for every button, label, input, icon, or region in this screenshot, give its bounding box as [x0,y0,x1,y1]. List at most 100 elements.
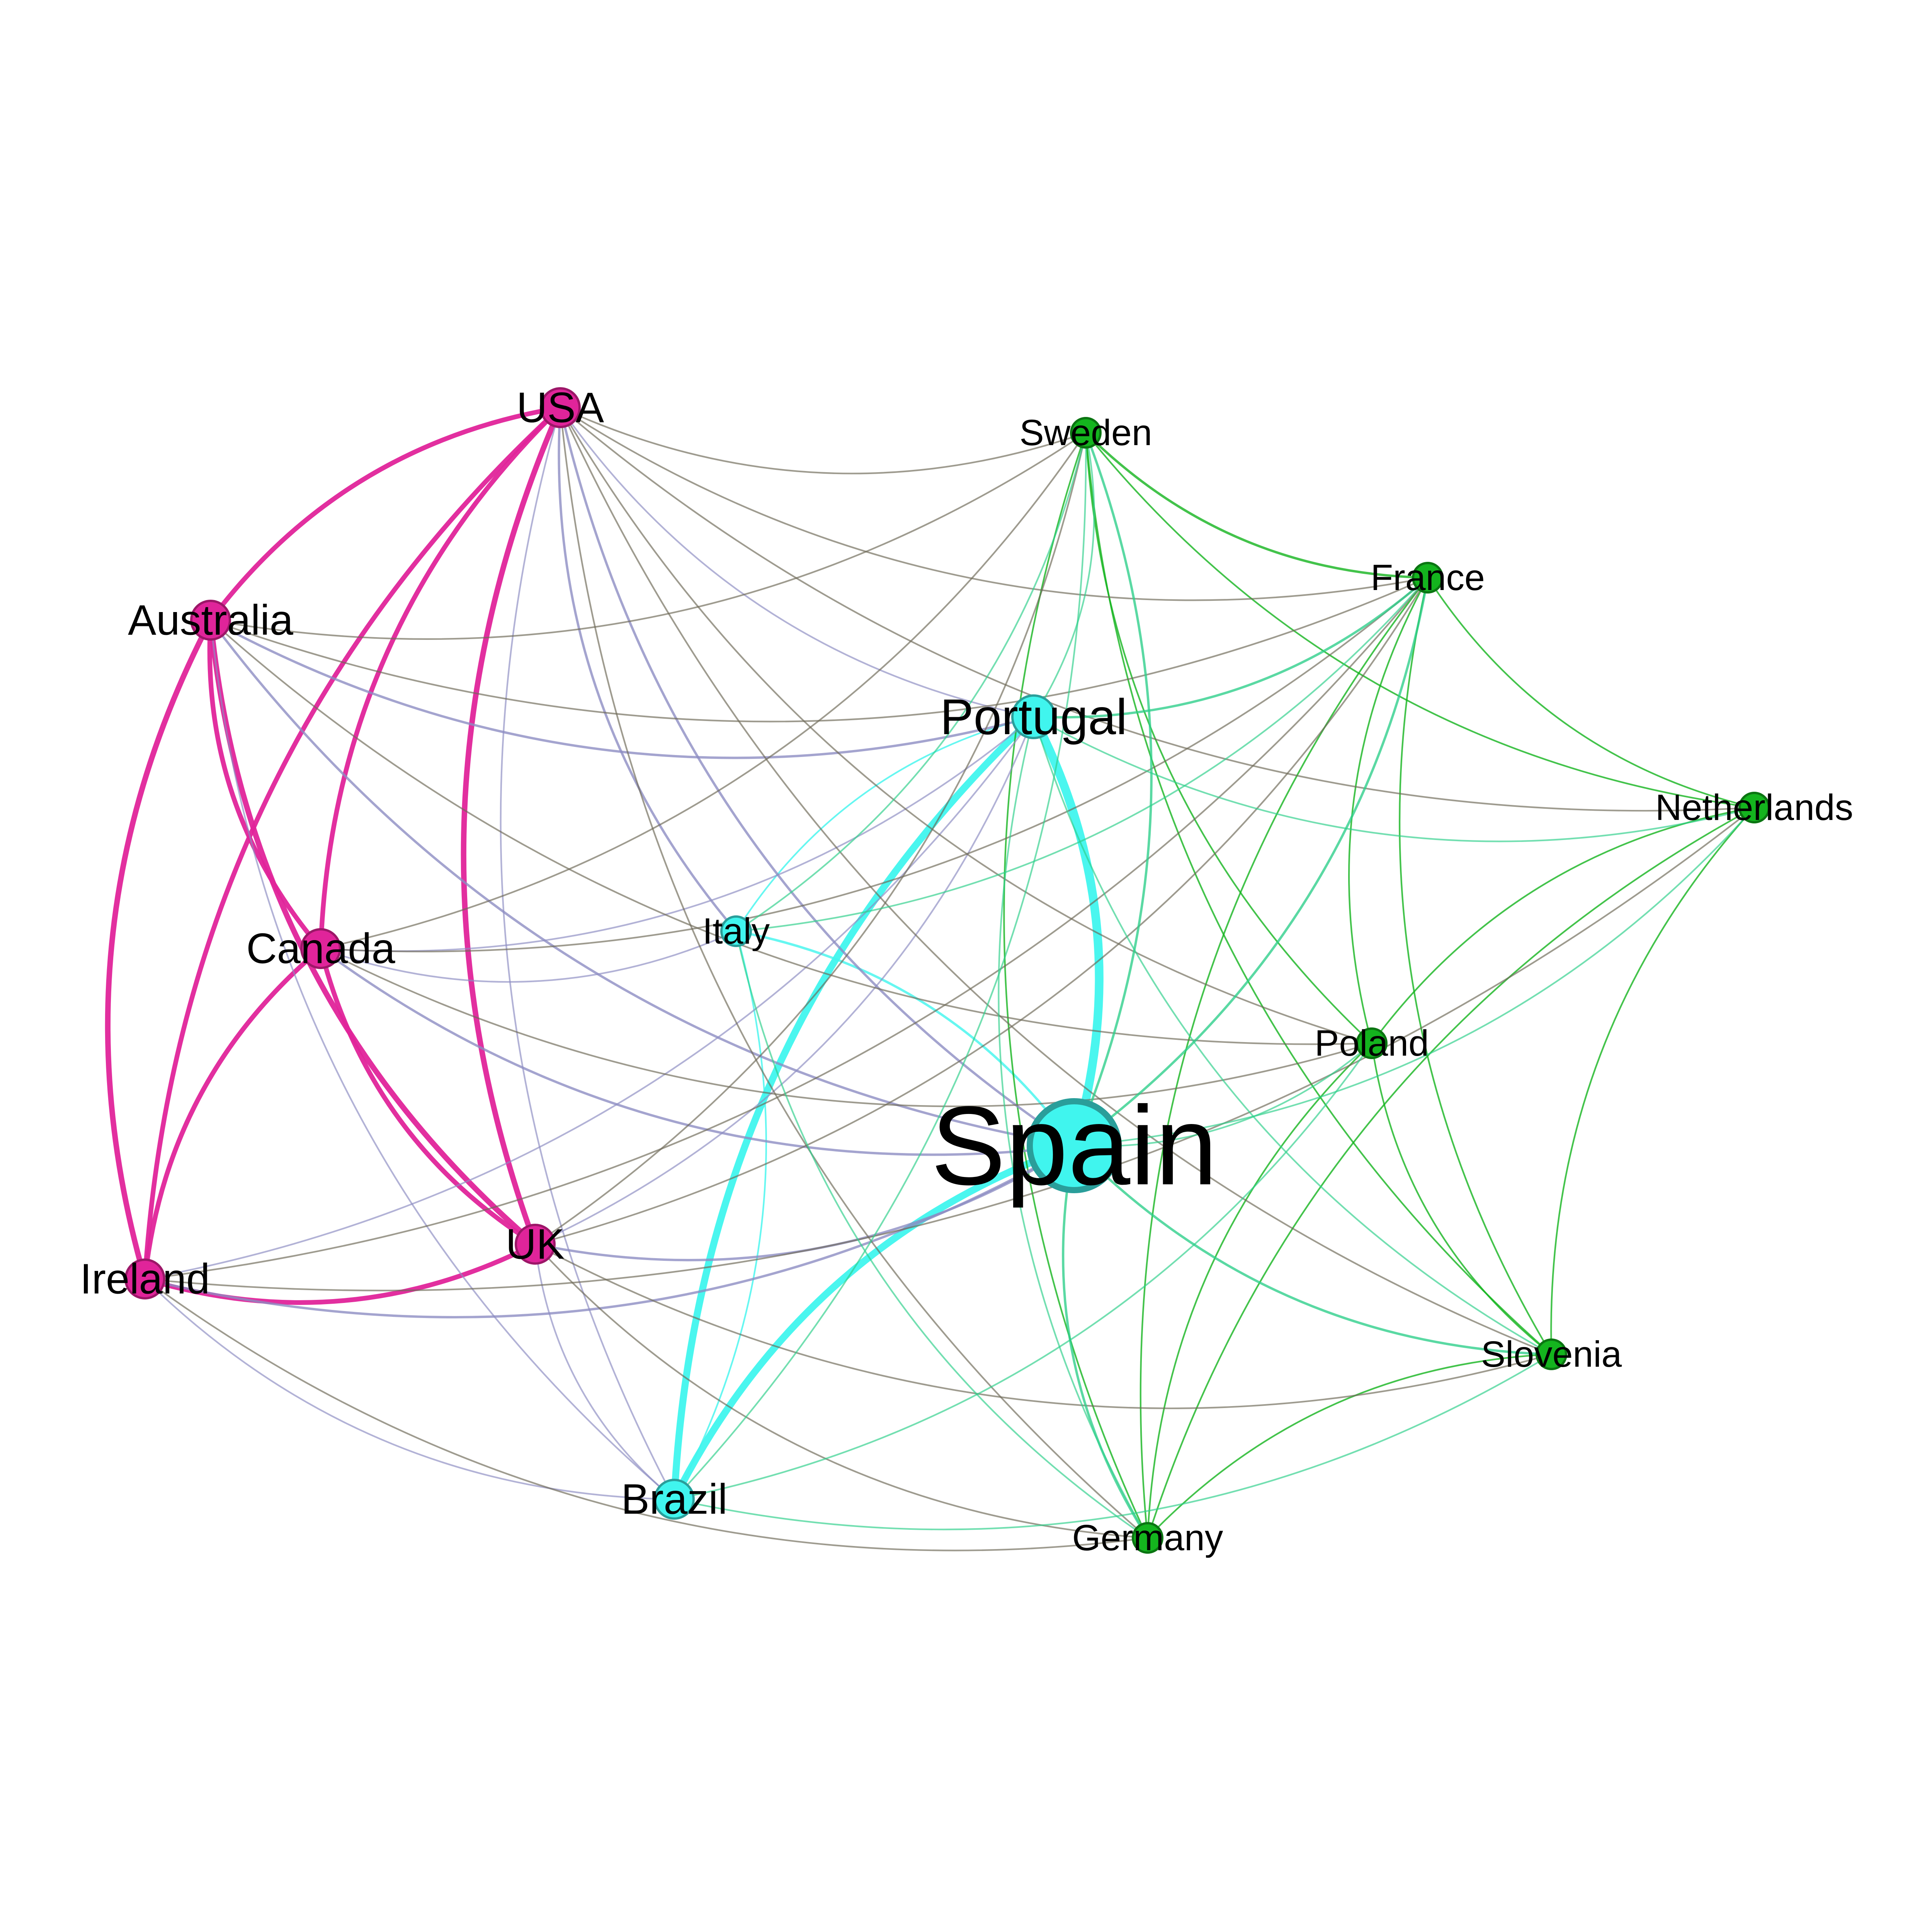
label-netherlands: Netherlands [1655,787,1853,828]
label-brazil: Brazil [621,1476,727,1523]
label-canada: Canada [246,925,395,973]
label-australia: Australia [128,597,294,644]
edge-canada-poland [320,947,1373,1107]
edge-australia-canada [207,617,323,951]
label-uk: UK [506,1221,565,1268]
edge-france-germany [1139,577,1429,1539]
edge-slovenia-germany [1146,1353,1553,1539]
node-netherlands [1738,792,1770,823]
edge-brazil-slovenia [673,1353,1553,1531]
node-brazil [654,1479,695,1520]
edge-uk-brazil [534,1243,675,1500]
edge-usa-ireland [142,405,563,1282]
edge-australia-france [209,577,1429,723]
label-ireland: Ireland [80,1255,210,1303]
edge-usa-canada [318,405,563,951]
edge-portugal-brazil [670,713,1037,1503]
label-portugal: Portugal [940,689,1127,745]
edge-usa-spain [559,406,1076,1147]
edge-usa-germany [559,406,1149,1539]
edge-uk-portugal [534,716,1035,1245]
node-france [1412,562,1444,594]
edge-usa-brazil [500,406,675,1500]
edge-uk-france [534,577,1429,1245]
edge-uk-slovenia [534,1243,1553,1409]
label-germany: Germany [1072,1517,1223,1558]
node-layer [124,387,1770,1554]
edge-portugal-france [1032,576,1429,719]
edge-canada-france [320,577,1429,952]
label-poland: Poland [1315,1023,1429,1064]
edge-spain-portugal [1029,712,1104,1150]
node-uk [515,1224,556,1265]
label-slovenia: Slovenia [1481,1334,1622,1375]
edge-italy-france [735,577,1429,932]
edge-usa-australia [208,405,563,623]
edge-sweden-france [1084,431,1429,579]
edge-netherlands-poland [1371,806,1755,1044]
edge-ireland-france [144,577,1429,1280]
edge-canada-uk [318,946,538,1247]
label-france: France [1371,557,1485,598]
edge-spain-poland [1073,1042,1373,1147]
edge-france-slovenia [1399,577,1553,1355]
edge-australia-portugal [209,619,1035,759]
edge-ireland-uk [142,1242,538,1305]
node-australia [190,600,231,641]
edge-spain-brazil [670,1142,1078,1503]
edge-canada-ireland [142,946,323,1282]
edge-australia-poland [209,619,1373,1045]
edge-poland-slovenia [1371,1042,1553,1355]
edge-portugal-slovenia [1032,716,1553,1355]
edge-australia-spain [209,619,1076,1147]
edge-ireland-portugal [144,716,1035,1280]
edge-sweden-slovenia [1085,432,1553,1355]
edge-france-poland [1348,577,1429,1044]
edge-spain-germany [1062,1144,1149,1539]
edge-usa-slovenia [559,406,1553,1355]
node-ireland [124,1259,165,1299]
edge-netherlands-germany [1146,806,1755,1539]
label-usa: USA [517,384,604,432]
edge-usa-netherlands [559,406,1755,812]
edge-spain-italy [735,930,1076,1147]
edge-ireland-germany [144,1278,1149,1551]
edge-portugal-netherlands [1032,716,1755,842]
edge-sweden-netherlands [1085,432,1755,809]
node-sweden [1070,417,1102,449]
edge-spain-netherlands [1073,806,1755,1147]
edge-canada-portugal [320,716,1035,952]
node-usa [540,387,581,428]
edge-australia-brazil [209,619,675,1500]
node-slovenia [1536,1338,1567,1370]
edge-usa-poland [559,406,1373,1044]
edge-netherlands-slovenia [1550,806,1755,1355]
edge-spain-sweden [1073,431,1153,1147]
edge-uk-sweden [534,432,1087,1245]
edge-layer [105,405,1755,1551]
label-layer: SpainPortugalBrazilItalyUSAAustraliaCana… [80,384,1853,1559]
node-spain [1027,1098,1122,1193]
edge-portugal-sweden [1032,432,1095,718]
edge-usa-italy [558,406,738,933]
edge-ireland-netherlands [144,806,1755,1291]
edge-sweden-germany [1003,432,1149,1539]
edge-spain-slovenia [1073,1144,1553,1356]
node-germany [1132,1522,1163,1554]
edge-brazil-poland [673,1042,1373,1500]
edge-canada-spain [319,947,1076,1156]
edge-usa-portugal [559,406,1035,718]
node-canada [300,928,341,969]
edge-brazil-sweden [673,432,1087,1500]
label-italy: Italy [702,911,770,952]
edge-portugal-germany [998,716,1149,1539]
edge-australia-sweden [209,432,1087,640]
edge-usa-uk [461,405,563,1247]
edge-ireland-brazil [144,1278,675,1500]
edge-canada-sweden [320,432,1087,950]
edge-usa-france [559,406,1429,601]
edge-portugal-italy [735,716,1035,932]
node-portugal [1011,694,1056,739]
edge-canada-italy [320,930,737,983]
